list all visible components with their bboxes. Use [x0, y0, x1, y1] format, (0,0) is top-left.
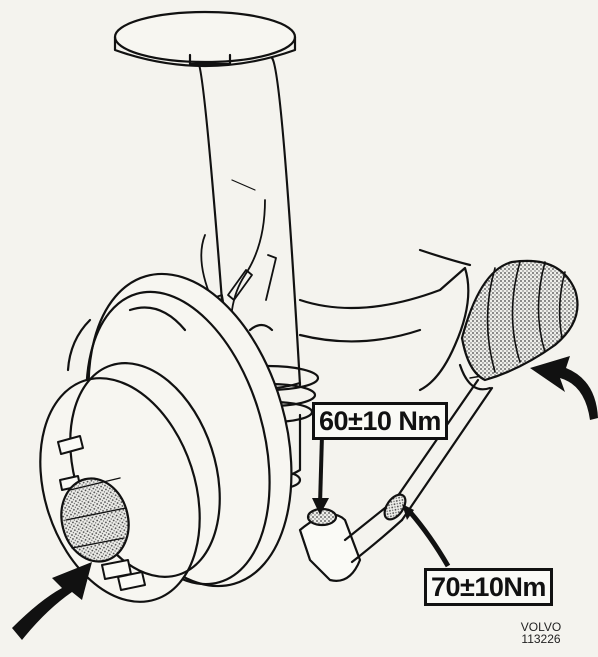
torque-callout-tie-rod-lock-nut: 70±10Nm — [424, 568, 553, 606]
hub-cap — [60, 477, 130, 563]
figure-code: VOLVO 113226 — [508, 621, 574, 645]
tie-rod-end — [298, 498, 404, 582]
tie-rod — [383, 363, 506, 522]
torque-callout-tie-rod-end: 60±10 Nm — [312, 402, 448, 440]
figure-code-number: 113226 — [521, 632, 561, 646]
torque-leader-a — [318, 434, 324, 506]
torque-leader-b — [408, 510, 451, 568]
arrow-rack-boot — [530, 356, 598, 420]
control-arm — [298, 248, 472, 392]
figure-code-brand: VOLVO — [520, 620, 562, 634]
wheel-studs — [57, 435, 146, 591]
arrow-hub-cap — [12, 562, 92, 640]
strut-top-mount — [113, 10, 297, 68]
rack-boot — [460, 259, 579, 382]
